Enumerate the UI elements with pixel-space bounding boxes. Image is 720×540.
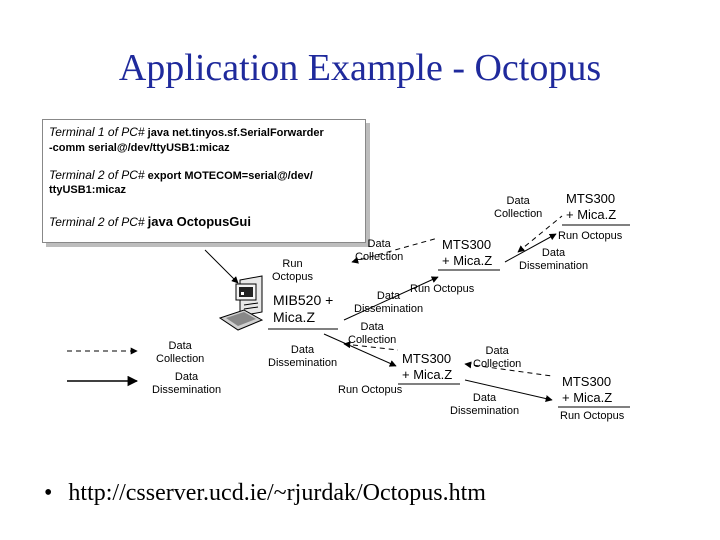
label-run-octopus-mid: Run Octopus (410, 283, 475, 295)
terminal-line-5: Terminal 2 of PC# java OctopusGui (49, 214, 251, 229)
node-mts300-mid: MTS300+ Mica.Z (442, 237, 493, 268)
page-title: Application Example - Octopus (118, 47, 602, 89)
node-mts300-top: MTS300+ Mica.Z (566, 191, 617, 222)
terminal-prefix: Terminal 1 of PC# (49, 125, 145, 139)
terminal-command: java OctopusGui (147, 214, 251, 229)
label-run-octopus-lower: Run Octopus (338, 384, 403, 396)
node-mib520: MIB520 +Mica.Z (273, 292, 334, 325)
bullet-symbol: • (44, 480, 53, 506)
arrow-collection-lower (343, 341, 399, 351)
label-run-octopus-far: Run Octopus (560, 410, 625, 422)
terminal-command: java net.tinyos.sf.SerialForwarder (147, 127, 324, 139)
arrow-dissemination-mid (343, 276, 439, 321)
node-mts300-right: MTS300+ Mica.Z (402, 351, 453, 382)
terminal-command: export MOTECOM=serial@/dev/ (147, 170, 313, 182)
terminal-prefix: Terminal 2 of PC# (49, 168, 145, 182)
arrow-dissemination-lower (323, 333, 397, 367)
arrow-dissemination-right (464, 379, 553, 402)
node-mts300-far: MTS300+ Mica.Z (562, 374, 613, 405)
terminal-pointer-line (204, 249, 239, 284)
terminal-prefix: Terminal 2 of PC# (49, 215, 145, 229)
terminal-line-2: -comm serial@/dev/ttyUSB1:micaz (49, 142, 230, 154)
arrow-collection-right (464, 361, 553, 377)
arrow-collection-top (517, 215, 563, 253)
arrow-dissemination-top (504, 233, 557, 263)
reference-url-link[interactable]: http://csserver.ucd.ie/~rjurdak/Octopus.… (68, 480, 486, 506)
arrow-collection-mid (351, 237, 439, 264)
terminal-line-4: ttyUSB1:micaz (49, 184, 127, 196)
terminal-line-1: Terminal 1 of PC# java net.tinyos.sf.Ser… (49, 125, 324, 139)
terminal-line-3: Terminal 2 of PC# export MOTECOM=serial@… (49, 168, 313, 182)
label-run-octopus-top: Run Octopus (558, 230, 623, 242)
terminal-commands-box: Terminal 1 of PC# java net.tinyos.sf.Ser… (42, 119, 366, 243)
reference-bullet: • http://csserver.ucd.ie/~rjurdak/Octopu… (44, 480, 486, 507)
pc-computer-icon (218, 275, 264, 331)
